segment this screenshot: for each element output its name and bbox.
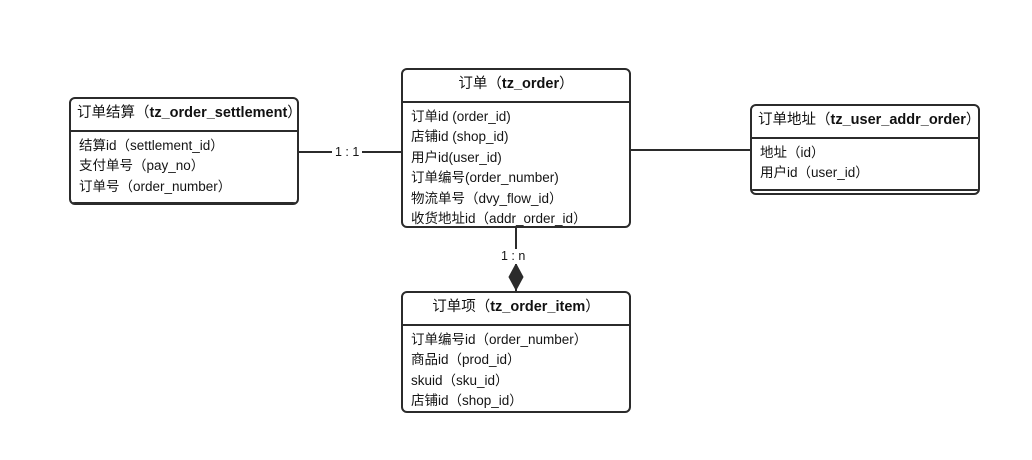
entity-footer-tz-user-addr-order — [752, 191, 978, 193]
entity-tz-order[interactable]: 订单（tz_order） 订单id (order_id) 店铺id (shop_… — [401, 68, 631, 228]
entity-title-paren-close: ） — [559, 76, 574, 92]
entity-title-tz-user-addr-order: 订单地址（tz_user_addr_order） — [752, 106, 978, 139]
entity-field: 收货地址id（addr_order_id） — [411, 211, 587, 227]
entity-field: 店铺id（shop_id） — [411, 393, 523, 409]
entity-title-paren-close: ） — [287, 105, 297, 121]
filled-diamond-marker-icon — [508, 262, 524, 292]
entity-field: 订单编号(order_number) — [411, 170, 559, 186]
entity-footer-tz-order-settlement — [71, 204, 297, 205]
entity-title-tz-order-settlement: 订单结算（tz_order_settlement） — [71, 99, 297, 132]
entity-field: 用户id(user_id) — [411, 149, 502, 165]
entity-field: 商品id（prod_id） — [411, 352, 521, 368]
entity-tz-order-settlement[interactable]: 订单结算（tz_order_settlement） 结算id（settlemen… — [69, 97, 299, 205]
entity-title-paren-open: （ — [135, 105, 150, 121]
entity-field: 店铺id (shop_id) — [411, 129, 509, 145]
entity-title-cn: 订单结算 — [77, 105, 135, 121]
entity-field: 支付单号（pay_no） — [79, 158, 205, 174]
entity-field: 订单编号id（order_number） — [411, 331, 588, 347]
entity-field: 订单id (order_id) — [411, 108, 511, 124]
entity-field: 订单号（order_number） — [79, 178, 232, 194]
entity-title-code: tz_order_settlement — [149, 105, 288, 121]
entity-title-tz-order-item: 订单项（tz_order_item） — [403, 293, 629, 326]
entity-field: skuid（sku_id） — [411, 372, 509, 388]
entity-field: 用户id（user_id） — [760, 165, 869, 181]
entity-tz-user-addr-order[interactable]: 订单地址（tz_user_addr_order） 地址（id） 用户id（use… — [750, 104, 980, 195]
entity-title-paren-open: （ — [487, 76, 502, 92]
entity-field: 地址（id） — [760, 144, 825, 160]
entity-title-code: tz_order — [501, 76, 560, 92]
entity-fields-tz-order-item: 订单编号id（order_number） 商品id（prod_id） skuid… — [403, 326, 629, 411]
entity-title-paren-close: ） — [965, 112, 980, 128]
entity-title-paren-open: （ — [475, 299, 491, 315]
entity-fields-tz-order: 订单id (order_id) 店铺id (shop_id) 用户id(user… — [403, 103, 629, 227]
entity-title-code: tz_order_item — [490, 299, 586, 315]
edge-label-settlement-order: 1 : 1 — [332, 145, 363, 160]
entity-title-code: tz_user_addr_order — [830, 112, 966, 128]
entity-title-cn: 订单项 — [432, 299, 476, 315]
entity-title-tz-order: 订单（tz_order） — [403, 70, 629, 103]
entity-title-cn: 订单 — [458, 76, 488, 92]
entity-title-paren-close: ） — [585, 299, 600, 315]
entity-title-cn: 订单地址 — [758, 112, 816, 128]
edge-label-order-item: 1 : n — [498, 249, 529, 264]
entity-tz-order-item[interactable]: 订单项（tz_order_item） 订单编号id（order_number） … — [401, 291, 631, 413]
entity-title-paren-open: （ — [816, 112, 831, 128]
entity-field: 结算id（settlement_id） — [79, 137, 224, 153]
entity-fields-tz-order-settlement: 结算id（settlement_id） 支付单号（pay_no） 订单号（ord… — [71, 132, 297, 203]
entity-fields-tz-user-addr-order: 地址（id） 用户id（user_id） — [752, 139, 978, 191]
entity-field: 物流单号（dvy_flow_id） — [411, 190, 563, 206]
